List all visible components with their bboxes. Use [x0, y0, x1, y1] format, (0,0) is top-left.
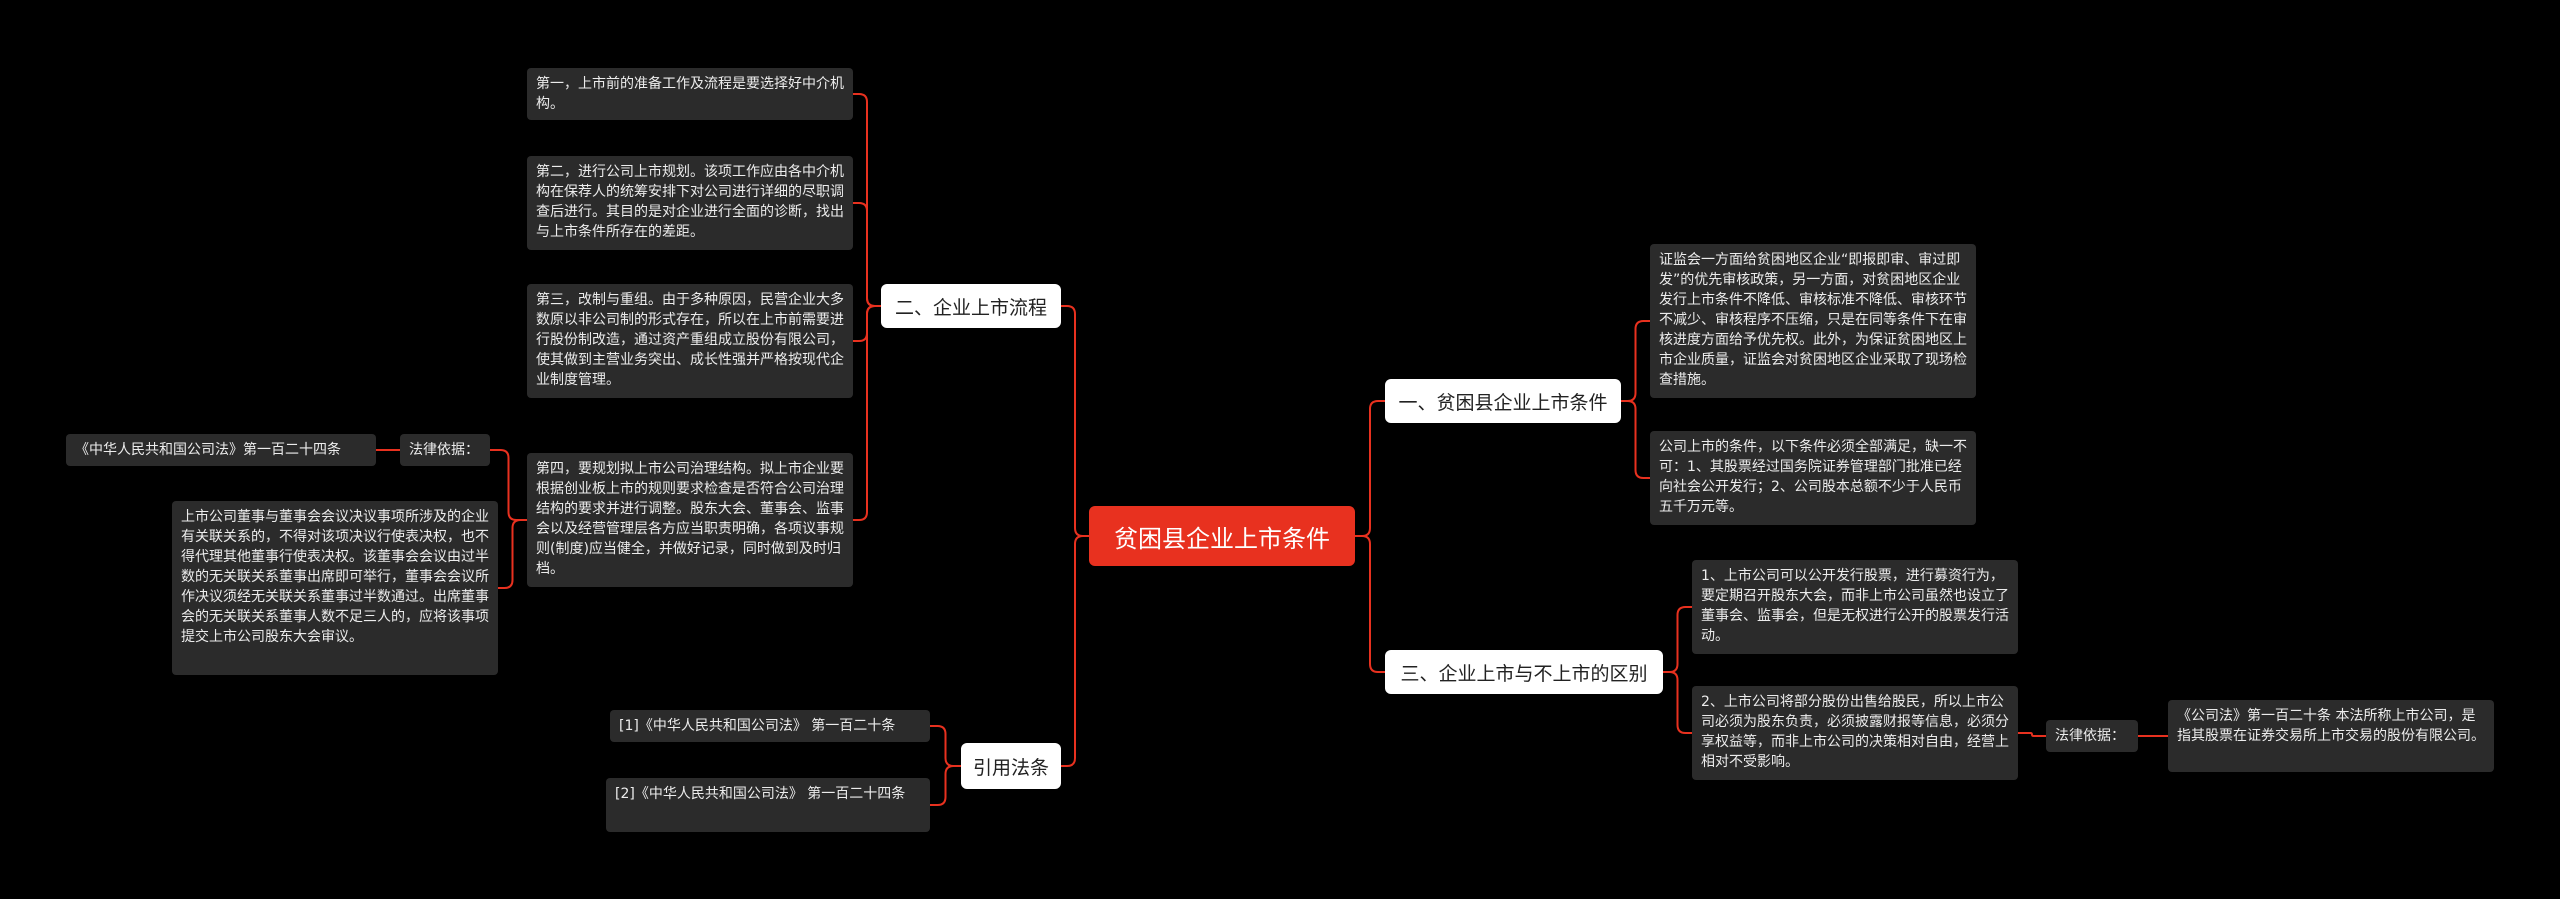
link-step4-law-label: [490, 449, 527, 521]
link-b1-leaf2: [1621, 400, 1650, 479]
link-b4-leaf2: [930, 765, 961, 806]
link-b2-leaf2: [853, 202, 881, 307]
link-b3-leaf2: [1663, 671, 1692, 734]
link-b2-leaf4: [853, 305, 881, 521]
branch-listing-conditions[interactable]: 一、贫困县企业上市条件: [1385, 379, 1621, 423]
link-diff2-law-label: [2018, 732, 2046, 737]
law-basis-label-2[interactable]: 法律依据：: [2046, 720, 2138, 752]
link-root-branch3: [1355, 535, 1385, 673]
link-root-branch1: [1355, 400, 1385, 537]
branch-cited-laws[interactable]: 引用法条: [961, 743, 1061, 789]
link-root-branch2: [1061, 305, 1089, 537]
root-node[interactable]: 贫困县企业上市条件: [1089, 506, 1355, 566]
branch-listing-process[interactable]: 二、企业上市流程: [881, 284, 1061, 328]
leaf-process-step-3[interactable]: 第三，改制与重组。由于多种原因，民营企业大多数原以非公司制的形式存在，所以在上市…: [527, 284, 853, 398]
law-text-article-124[interactable]: 上市公司董事与董事会会议决议事项所涉及的企业有关联关系的，不得对该项决议行使表决…: [172, 501, 498, 675]
link-b1-leaf1: [1621, 320, 1650, 402]
cited-law-2[interactable]: [2]《中华人民共和国公司法》 第一百二十四条: [606, 778, 930, 832]
leaf-process-step-2[interactable]: 第二，进行公司上市规划。该项工作应由各中介机构在保荐人的统筹安排下对公司进行详细…: [527, 156, 853, 250]
leaf-process-step-4[interactable]: 第四，要规划拟上市公司治理结构。拟上市企业要根据创业板上市的规则要求检查是否符合…: [527, 453, 853, 587]
leaf-listing-requirements[interactable]: 公司上市的条件，以下条件必须全部满足，缺一不可：1、其股票经过国务院证券管理部门…: [1650, 431, 1976, 525]
leaf-difference-2[interactable]: 2、上市公司将部分股份出售给股民，所以上市公司必须为股东负责，必须披露财报等信息…: [1692, 686, 2018, 780]
cited-law-1[interactable]: [1]《中华人民共和国公司法》 第一百二十条: [610, 710, 930, 742]
branch-listed-vs-unlisted[interactable]: 三、企业上市与不上市的区别: [1385, 650, 1663, 694]
leaf-process-step-1[interactable]: 第一，上市前的准备工作及流程是要选择好中介机构。: [527, 68, 853, 120]
law-reference-article-124[interactable]: 《中华人民共和国公司法》第一百二十四条: [66, 434, 376, 466]
leaf-csrc-policy[interactable]: 证监会一方面给贫困地区企业“即报即审、审过即发”的优先审核政策，另一方面，对贫困…: [1650, 244, 1976, 398]
link-b3-leaf1: [1663, 606, 1692, 673]
link-step4-law-text: [498, 519, 527, 589]
link-b4-leaf1: [930, 725, 961, 767]
law-basis-label[interactable]: 法律依据：: [400, 434, 490, 466]
link-root-branch4: [1061, 535, 1089, 767]
law-text-article-120[interactable]: 《公司法》第一百二十条 本法所称上市公司，是指其股票在证券交易所上市交易的股份有…: [2168, 700, 2494, 772]
leaf-difference-1[interactable]: 1、上市公司可以公开发行股票，进行募资行为，要定期召开股东大会，而非上市公司虽然…: [1692, 560, 2018, 654]
